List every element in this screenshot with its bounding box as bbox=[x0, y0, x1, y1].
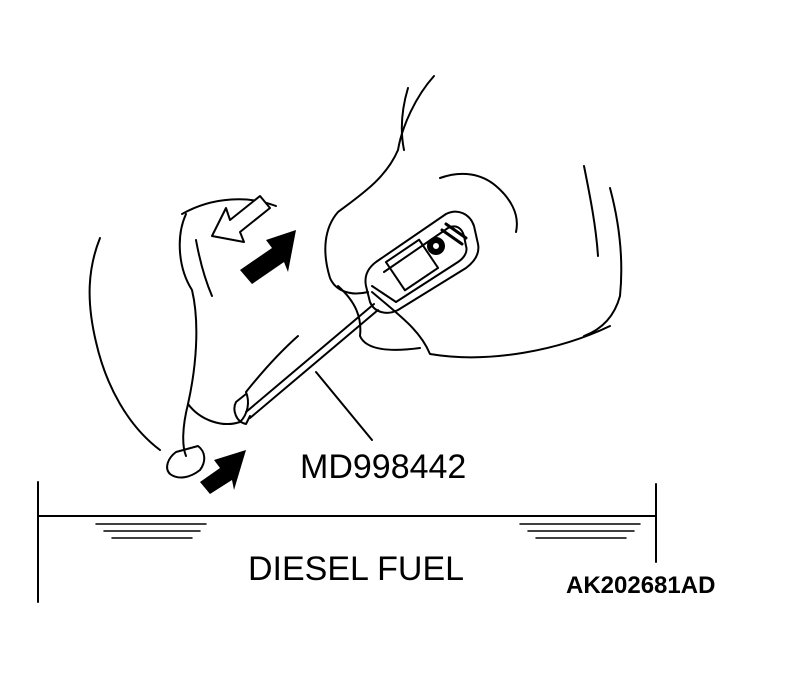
liquid-ripples-left bbox=[95, 523, 207, 539]
connector-terminal-block bbox=[384, 238, 440, 292]
left-hand bbox=[88, 198, 299, 457]
connector bbox=[364, 210, 480, 314]
hollow-arrow-icon bbox=[211, 195, 271, 243]
probe-wire-upper bbox=[245, 303, 375, 413]
probe-leader-line bbox=[315, 371, 373, 441]
right-hand bbox=[324, 75, 623, 359]
probe-tip bbox=[166, 445, 206, 479]
tool-md998442 bbox=[166, 303, 379, 479]
liquid-ripples-right bbox=[519, 523, 641, 539]
fuel-container bbox=[37, 481, 657, 603]
solid-arrow-icon bbox=[240, 230, 296, 284]
liquid-label: DIESEL FUEL bbox=[248, 550, 465, 588]
probe-wire-lower bbox=[249, 309, 379, 419]
figure-id: AK202681AD bbox=[566, 572, 716, 599]
connector-housing bbox=[364, 210, 480, 314]
solid-arrow-icon bbox=[200, 450, 246, 494]
tool-part-number-label: MD998442 bbox=[300, 448, 467, 486]
